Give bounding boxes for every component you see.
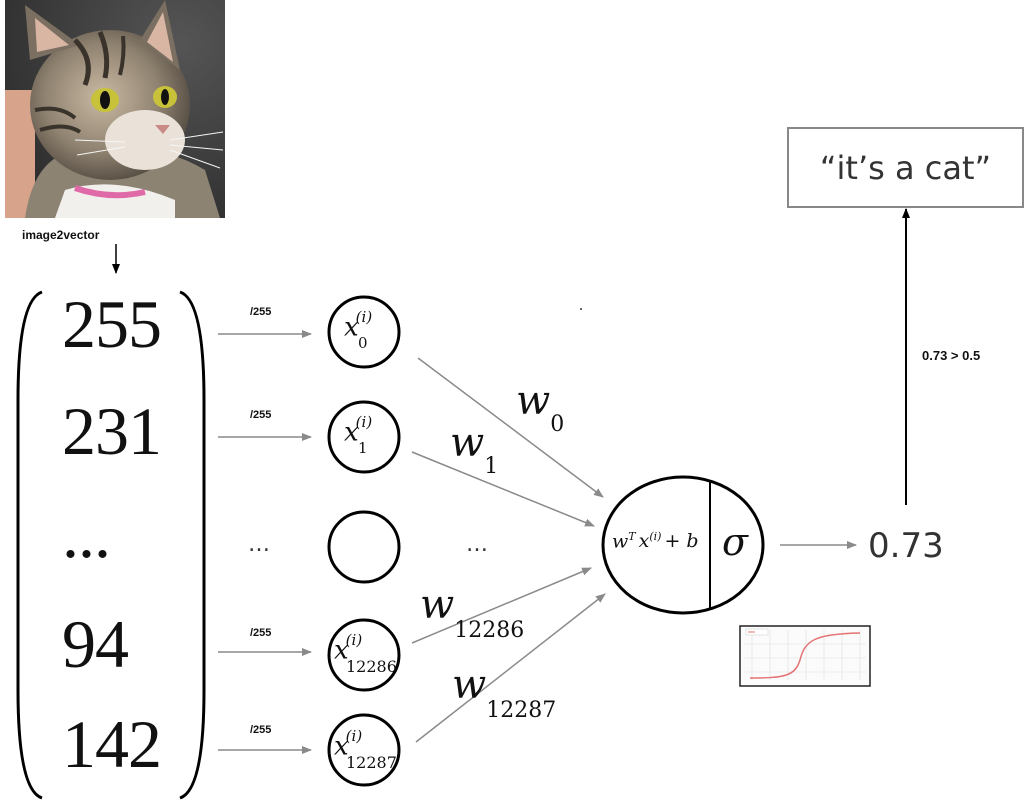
x-subscript: 0	[358, 334, 368, 352]
input-node-label-1: x(i) 1	[344, 413, 372, 457]
x-symbol: x	[344, 312, 359, 343]
sigmoid-thumbnail	[739, 625, 871, 687]
input-node-12287	[327, 713, 401, 787]
linear-T: T	[628, 530, 636, 543]
input-node-ellipsis	[327, 510, 401, 584]
neuron-circle	[601, 475, 765, 615]
weight-label-12286: w12286	[420, 582, 524, 643]
weight-edge-12286	[411, 567, 592, 644]
x-superscript: (i)	[345, 727, 363, 745]
image2vector-label: image2vector	[22, 228, 100, 242]
x-symbol: x	[334, 731, 349, 762]
ellipsis-weights: …	[466, 532, 492, 557]
normalize-label-4: /255	[250, 724, 272, 736]
linear-x: x	[638, 530, 650, 553]
w-symbol: w	[516, 378, 551, 424]
vector-value-3: 94	[62, 606, 129, 682]
output-value: 0.73	[868, 526, 944, 566]
weight-label-0: w0	[516, 378, 564, 437]
w-subscript: 1	[484, 454, 499, 479]
vector-left-bracket	[16, 290, 43, 800]
vector-value-0: 255	[62, 286, 162, 362]
x-superscript: (i)	[345, 631, 363, 649]
weight-edge-1	[411, 451, 595, 527]
x-subscript: 12286	[346, 657, 397, 676]
w-symbol: w	[450, 420, 485, 466]
x-superscript: (i)	[355, 308, 373, 326]
vector-right-bracket	[179, 290, 206, 800]
cat-image	[5, 0, 225, 218]
linear-rest: + b	[664, 530, 699, 553]
x-symbol: x	[344, 417, 359, 448]
x-superscript: (i)	[355, 413, 373, 431]
stray-dot	[580, 308, 582, 310]
linear-sup: (i)	[649, 530, 662, 543]
input-node-label-12287: x(i) 12287	[334, 727, 397, 772]
vector-value-1: 231	[62, 393, 162, 469]
w-symbol: w	[452, 662, 487, 708]
w-symbol: w	[420, 582, 455, 628]
ellipsis-arrows: …	[248, 532, 274, 557]
vector-value-4: 142	[62, 706, 162, 782]
weight-label-12287: w12287	[452, 662, 556, 723]
input-node-0	[327, 295, 401, 369]
input-node-label-0: x(i) 0	[344, 308, 372, 352]
x-symbol: x	[334, 635, 349, 666]
linear-w: w	[612, 530, 629, 553]
normalize-label-1: /255	[250, 409, 272, 421]
weight-label-1: w1	[450, 420, 498, 479]
normalize-label-3: /255	[250, 627, 272, 639]
x-subscript: 12287	[346, 753, 397, 772]
threshold-label: 0.73 > 0.5	[922, 348, 981, 363]
cat-illustration	[5, 0, 225, 218]
neuron-activation: σ	[722, 520, 748, 564]
weight-edge-12287	[415, 593, 606, 743]
vector-value-ellipsis: ...	[62, 496, 111, 572]
x-subscript: 1	[358, 439, 368, 457]
weight-edge-0	[417, 357, 604, 498]
w-subscript: 0	[550, 412, 565, 437]
w-subscript: 12286	[454, 618, 525, 643]
input-node-1	[327, 400, 401, 474]
result-text: “it’s a cat”	[819, 148, 992, 187]
input-node-label-12286: x(i) 12286	[334, 631, 397, 676]
normalize-label-0: /255	[250, 306, 272, 318]
result-box: “it’s a cat”	[787, 127, 1024, 208]
input-node-12286	[327, 618, 401, 692]
w-subscript: 12287	[486, 698, 557, 723]
